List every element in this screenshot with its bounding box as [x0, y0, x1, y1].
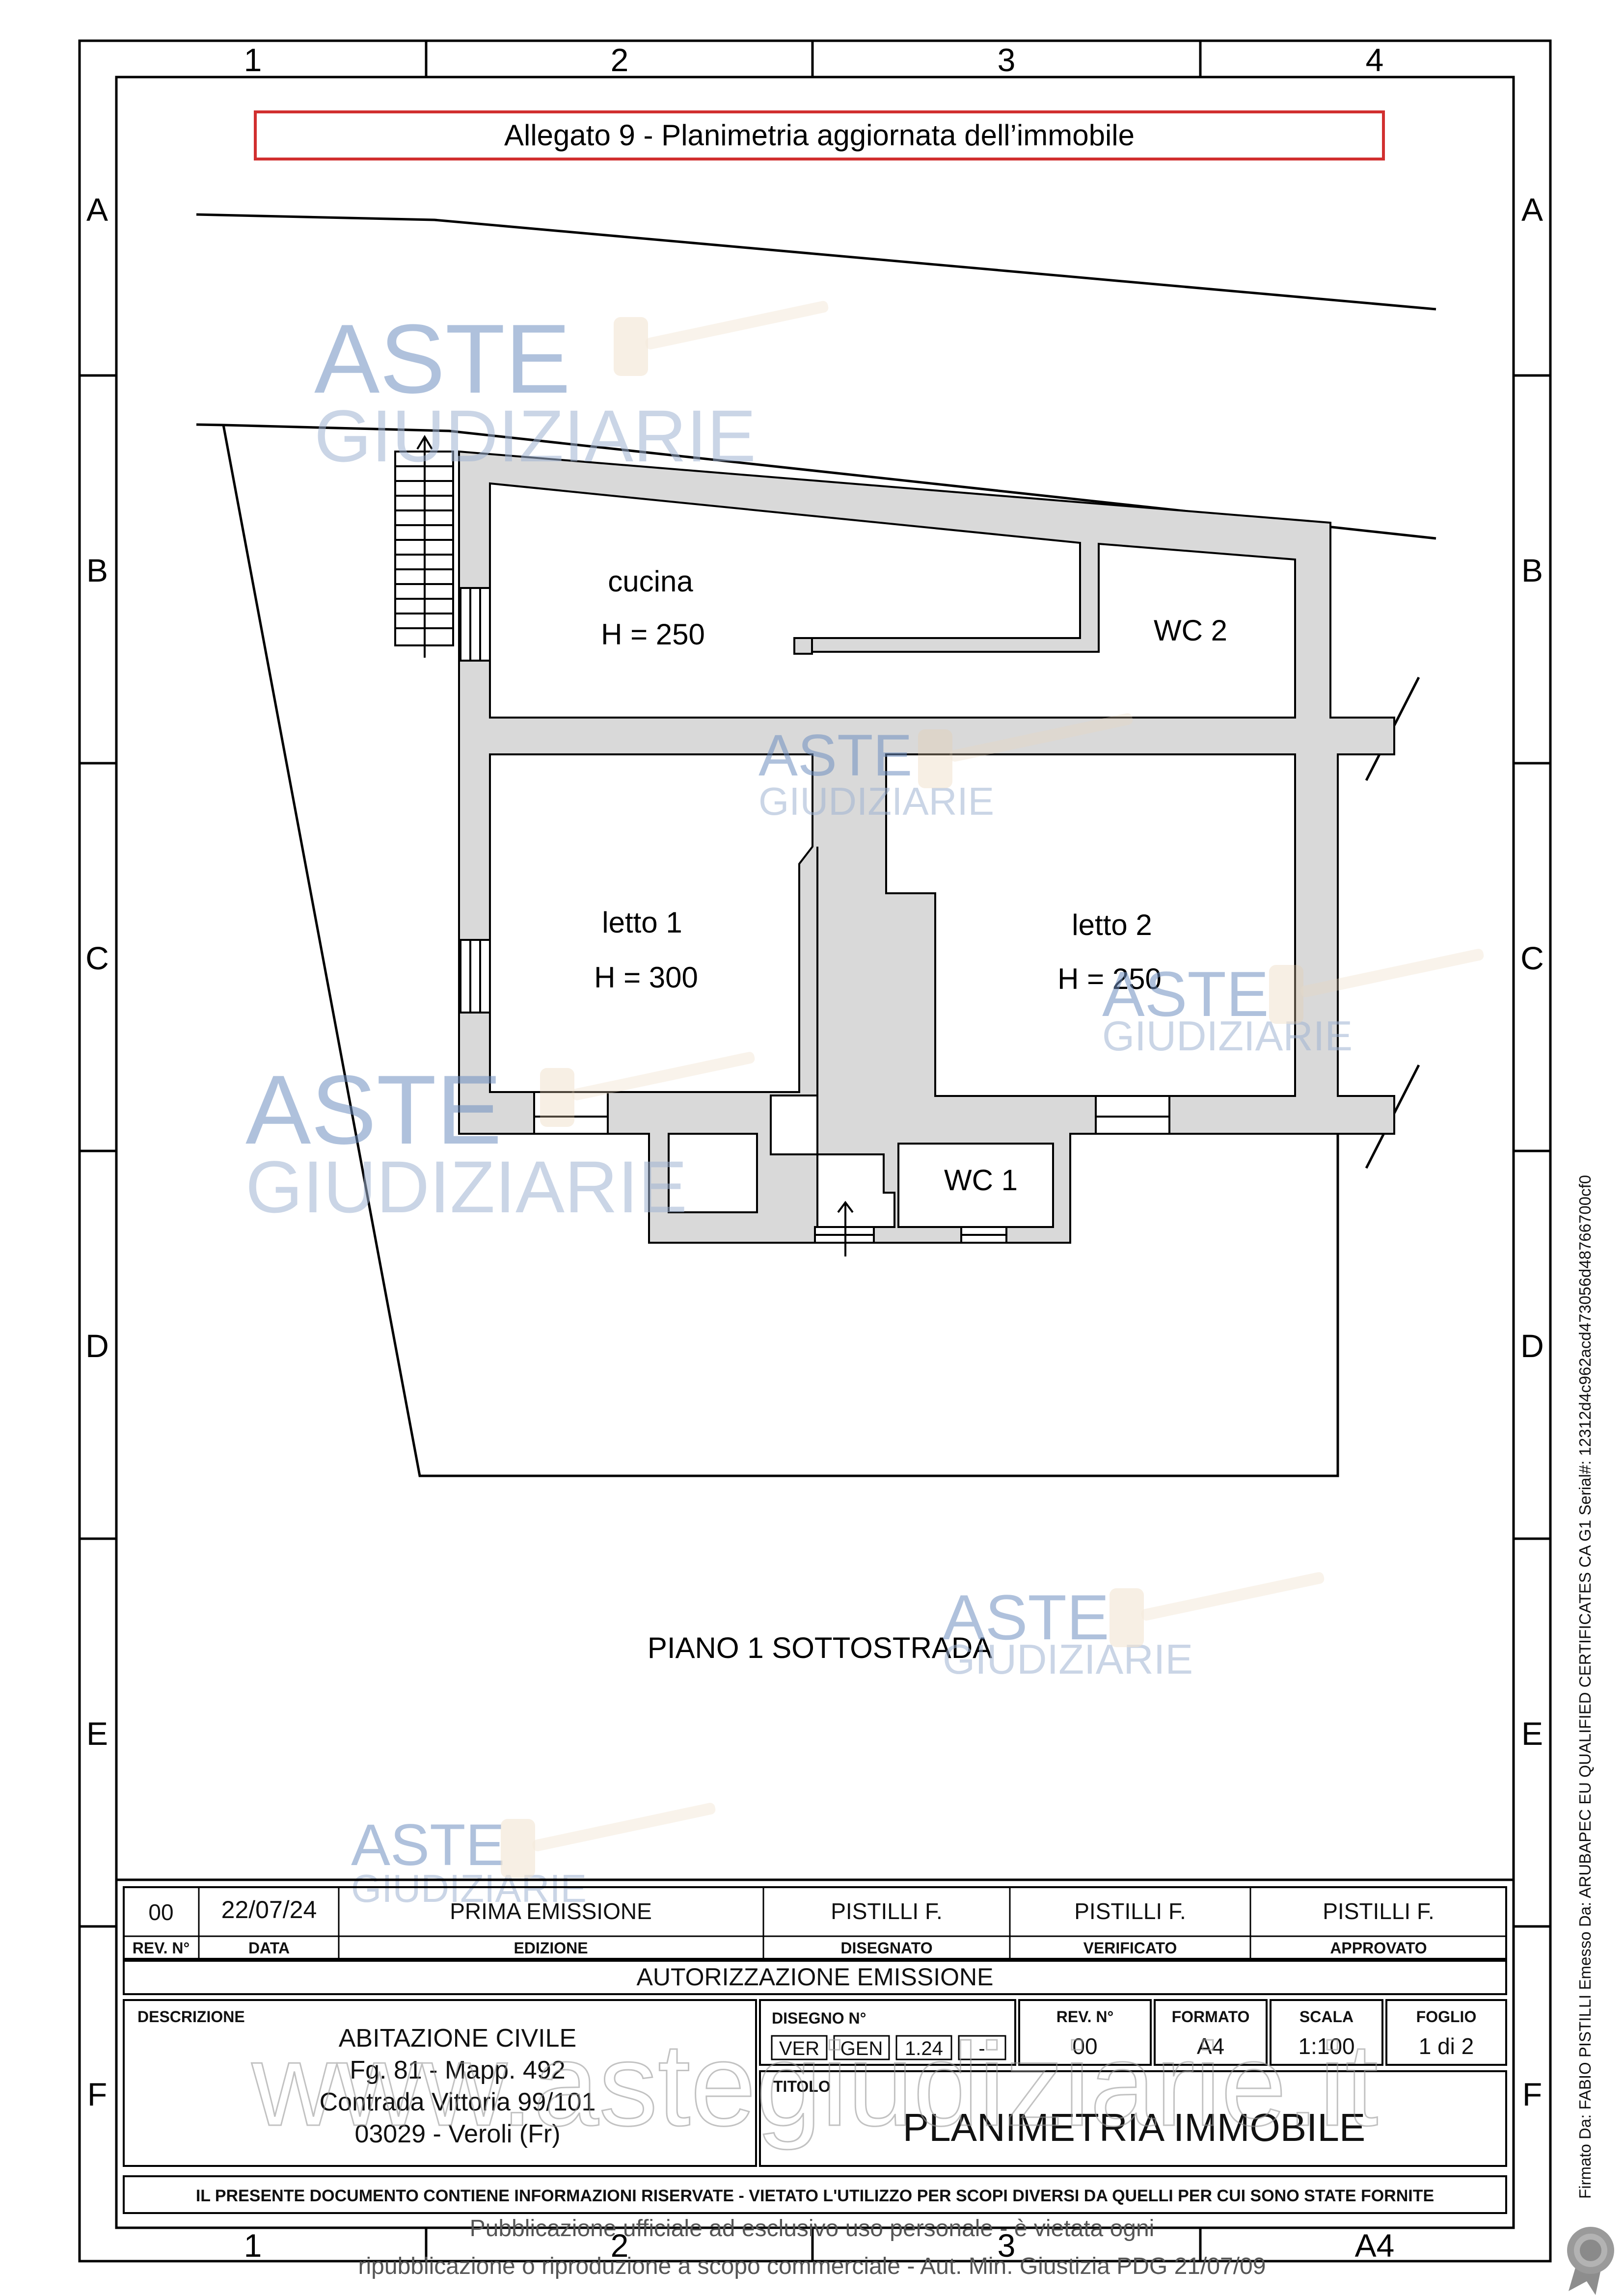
aste-watermarks: ASTE GIUDIZIARIE ASTE GIUDIZIARIE ASTE G… [245, 300, 1485, 1910]
room-letto1-name: letto 1 [602, 906, 682, 939]
entrance-arrowhead [837, 1201, 854, 1213]
room-letto1-height: H = 300 [594, 961, 698, 994]
tb-scale-label: SCALA [1299, 2008, 1353, 2026]
tb-drawing-no-label: DISEGNO N° [772, 2009, 866, 2027]
grid-row-label-b-right: B [1521, 552, 1543, 588]
aste-watermark-4-line2: GIUDIZIARIE [245, 1146, 687, 1228]
aste-watermark-5-line2: GIUDIZIARIE [943, 1636, 1193, 1683]
tb-header-approved: APPROVATO [1330, 1939, 1427, 1957]
site-boundary [196, 213, 1436, 1477]
aste-watermark-4: ASTE GIUDIZIARIE [245, 1051, 756, 1228]
tb-sheet-label: FOGLIO [1416, 2008, 1477, 2026]
grid-bottom-label-1: 1 [244, 2227, 262, 2264]
grid-bottom-label-2: 2 [611, 2227, 629, 2264]
aste-watermark-6-line2: GIUDIZIARIE [351, 1867, 587, 1910]
grid-row-label-b-left: B [86, 552, 108, 588]
tb-description-line-2: Fg. 81 - Mapp. 492 [350, 2056, 565, 2084]
tb-header-verified: VERIFICATO [1083, 1939, 1177, 1957]
grid-row-label-e-right: E [1521, 1715, 1543, 1752]
grid-col-label-4: 4 [1366, 42, 1384, 78]
aste-watermark-4-line1: ASTE [245, 1055, 502, 1165]
tb-drawn: PISTILLI F. [831, 1898, 943, 1924]
aste-watermark-2-line2: GIUDIZIARIE [758, 779, 994, 823]
tb-date: 22/07/24 [221, 1896, 317, 1923]
grid-col-label-3: 3 [998, 42, 1016, 78]
room-cucina-height: H = 250 [601, 618, 705, 651]
grid-row-label-f-right: F [1522, 2076, 1542, 2112]
footer-notice-line-1: Pubblicazione ufficiale ad esclusivo uso… [469, 2216, 1155, 2242]
grid-row-label-f-left: F [87, 2076, 107, 2112]
aste-watermark-6-line1: ASTE [351, 1812, 505, 1878]
room-wc2-name: WC 2 [1154, 614, 1227, 647]
aste-watermark-2-line1: ASTE [758, 722, 912, 788]
grid-row-label-e-left: E [86, 1715, 108, 1752]
header-box [254, 110, 1385, 160]
aste-watermark-5: ASTE GIUDIZIARIE [943, 1571, 1326, 1683]
tb-description-line-1: ABITAZIONE CIVILE [339, 2024, 576, 2053]
room-letto2-height: H = 250 [1057, 962, 1162, 995]
title-block [115, 1878, 1515, 2229]
tb-edition: PRIMA EMISSIONE [450, 1898, 652, 1924]
tb-header-date: DATA [248, 1939, 290, 1957]
grid-bottom-label-4: A4 [1355, 2227, 1395, 2264]
tb-confidential: IL PRESENTE DOCUMENTO CONTIENE INFORMAZI… [196, 2187, 1434, 2205]
grid-row-label-a-right: A [1521, 191, 1543, 228]
tb-rev-no: 00 [1072, 2033, 1097, 2059]
tb-title: PLANIMETRIA IMMOBILE [903, 2106, 1365, 2149]
tb-description-label: DESCRIZIONE [137, 2008, 245, 2026]
grid-row-label-d-left: D [85, 1328, 109, 1364]
aste-watermark-2: ASTE GIUDIZIARIE [758, 712, 1134, 823]
aste-watermark-6: ASTE GIUDIZIARIE [351, 1802, 717, 1910]
grid-col-label-2: 2 [611, 42, 629, 78]
room-wc1-name: WC 1 [944, 1164, 1018, 1197]
tb-header-edition: EDIZIONE [514, 1939, 588, 1957]
aste-watermark-3-line1: ASTE [1102, 958, 1269, 1030]
tb-description-line-4: 03029 - Veroli (Fr) [354, 2120, 560, 2148]
aste-watermark-1: ASTE GIUDIZIARIE [314, 300, 830, 477]
tb-format: A4 [1197, 2033, 1224, 2059]
aste-watermark-3: ASTE GIUDIZIARIE [1102, 948, 1485, 1060]
footer-notice-line-2: ripubblicazione o riproduzione a scopo c… [358, 2253, 1266, 2279]
aste-watermark-5-line1: ASTE [943, 1581, 1110, 1653]
aste-watermark-1-line1: ASTE [314, 304, 570, 414]
tb-format-label: FORMATO [1172, 2008, 1250, 2026]
tb-description-line-3: Contrada Vittoria 99/101 [320, 2088, 596, 2116]
tb-header-rev: REV. N° [133, 1939, 190, 1957]
tb-sheet: 1 di 2 [1419, 2033, 1474, 2059]
aste-watermark-1-line2: GIUDIZIARIE [314, 395, 756, 477]
tb-scale: 1:100 [1298, 2033, 1354, 2059]
aste-watermark-3-line2: GIUDIZIARIE [1102, 1013, 1353, 1060]
grid-row-label-a-left: A [86, 191, 108, 228]
floor-label: PIANO 1 SOTTOSTRADA [648, 1631, 992, 1664]
grid-bottom-label-3: 3 [998, 2227, 1016, 2264]
tb-title-label: TITOLO [773, 2078, 831, 2095]
stairs [394, 435, 454, 658]
grid-row-label-d-right: D [1520, 1328, 1544, 1364]
building-walls [458, 450, 1395, 1244]
website-watermark: www.astegiudiziarie.it [251, 2019, 1378, 2150]
tb-drawing-no-part-3: 1.24 [905, 2038, 943, 2059]
tb-authorization: AUTORIZZAZIONE EMISSIONE [637, 1963, 994, 1991]
grid-dividers [80, 41, 1550, 2261]
header-title: Allegato 9 - Planimetria aggiornata dell… [504, 119, 1135, 152]
tb-rev: 00 [148, 1899, 173, 1925]
tb-drawing-no-part-4: - [978, 2038, 985, 2059]
tb-verified: PISTILLI F. [1074, 1898, 1186, 1924]
tb-drawing-no-part-2: GEN [840, 2038, 883, 2059]
tb-approved: PISTILLI F. [1323, 1898, 1435, 1924]
room-letto2-name: letto 2 [1072, 908, 1152, 941]
tb-rev-no-label: REV. N° [1056, 2008, 1114, 2026]
room-cucina-name: cucina [608, 565, 693, 598]
grid-row-label-c-right: C [1520, 940, 1544, 976]
tb-header-drawn: DISEGNATO [840, 1939, 932, 1957]
certification-seal-icon [1567, 2227, 1614, 2295]
grid-col-label-1: 1 [244, 42, 262, 78]
grid-row-label-c-left: C [85, 940, 109, 976]
digital-signature-text: Firmato Da: FABIO PISTILLI Emesso Da: AR… [1576, 1175, 1594, 2199]
tb-drawing-no-part-1: VER [779, 2038, 819, 2059]
